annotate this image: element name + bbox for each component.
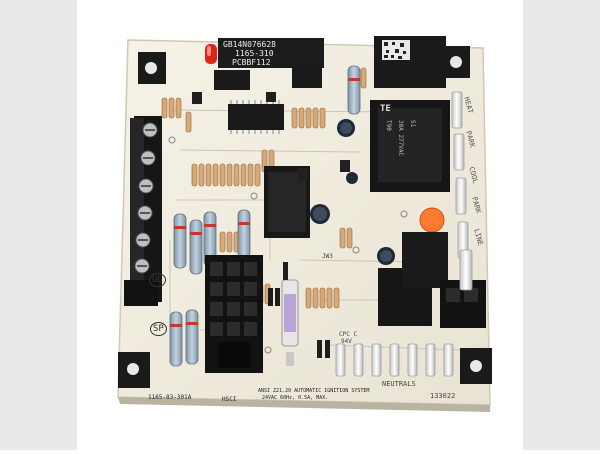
- relay-text-1: T90: [385, 120, 392, 131]
- relay-black-small: [264, 166, 310, 238]
- part-number-3: PCBBF112: [232, 58, 271, 67]
- diodes: [268, 262, 330, 358]
- neutrals-label: NEUTRALS: [382, 380, 416, 388]
- mounting-pad-top-left: [138, 52, 166, 84]
- neutral-terminals: [335, 343, 454, 377]
- jumper-label: JW3: [322, 253, 333, 260]
- qr-code-sticker: [384, 42, 406, 59]
- spade-terminals-right: [451, 91, 473, 291]
- electrolytic-capacitor-4: [346, 172, 358, 184]
- part-number-2: 1165-310: [235, 49, 274, 58]
- relay-brand: TE: [380, 104, 391, 114]
- part-number-label-bar: [218, 38, 324, 68]
- spec-line-1: ANSI Z21.20 AUTOMATIC IGNITION SYSTEM: [258, 388, 370, 394]
- ul-mark: UL: [149, 273, 166, 287]
- ceramic-capacitor: [419, 207, 445, 233]
- mounting-pad-bottom-right: [460, 348, 492, 384]
- ic-chip-top: [292, 66, 322, 88]
- spec-line-2: 24VAC 60Hz, 0.5A, MAX.: [262, 395, 329, 401]
- transistors: [192, 92, 350, 180]
- cpc-label: CPC C: [339, 331, 358, 338]
- fuse: [281, 279, 299, 366]
- model-tag: HSCI: [222, 396, 237, 403]
- electrolytic-capacitor-2: [310, 204, 330, 224]
- serial-code: 133022: [430, 392, 456, 400]
- status-led: [205, 44, 217, 64]
- relay-text-3: S1: [409, 120, 416, 128]
- relay-text-2: 30A 277VAC: [397, 120, 404, 157]
- main-relay: [370, 100, 450, 192]
- ic-chip-small: [214, 70, 250, 90]
- part-number-1: GB14N076628: [223, 40, 276, 49]
- electrolytic-capacitor-1: [337, 119, 355, 137]
- csa-mark: SP: [150, 322, 167, 336]
- screw-terminal-strip: [124, 116, 162, 306]
- cpc-voltage: 94V: [341, 338, 352, 345]
- mounting-pad-bottom-left: [118, 352, 150, 388]
- bottom-part-number: 1165-83-301A: [148, 394, 192, 401]
- backdrop-right: [523, 0, 600, 450]
- resistor-row-lower: [219, 227, 353, 309]
- test-points: [168, 136, 408, 354]
- microcontroller-chip: [228, 100, 284, 134]
- relay-lower-right: [378, 232, 448, 326]
- molex-connector-12pin: [205, 255, 263, 373]
- electrolytic-capacitor-3: [377, 247, 395, 265]
- backdrop-left: [0, 0, 77, 450]
- power-resistor-top: [347, 65, 361, 115]
